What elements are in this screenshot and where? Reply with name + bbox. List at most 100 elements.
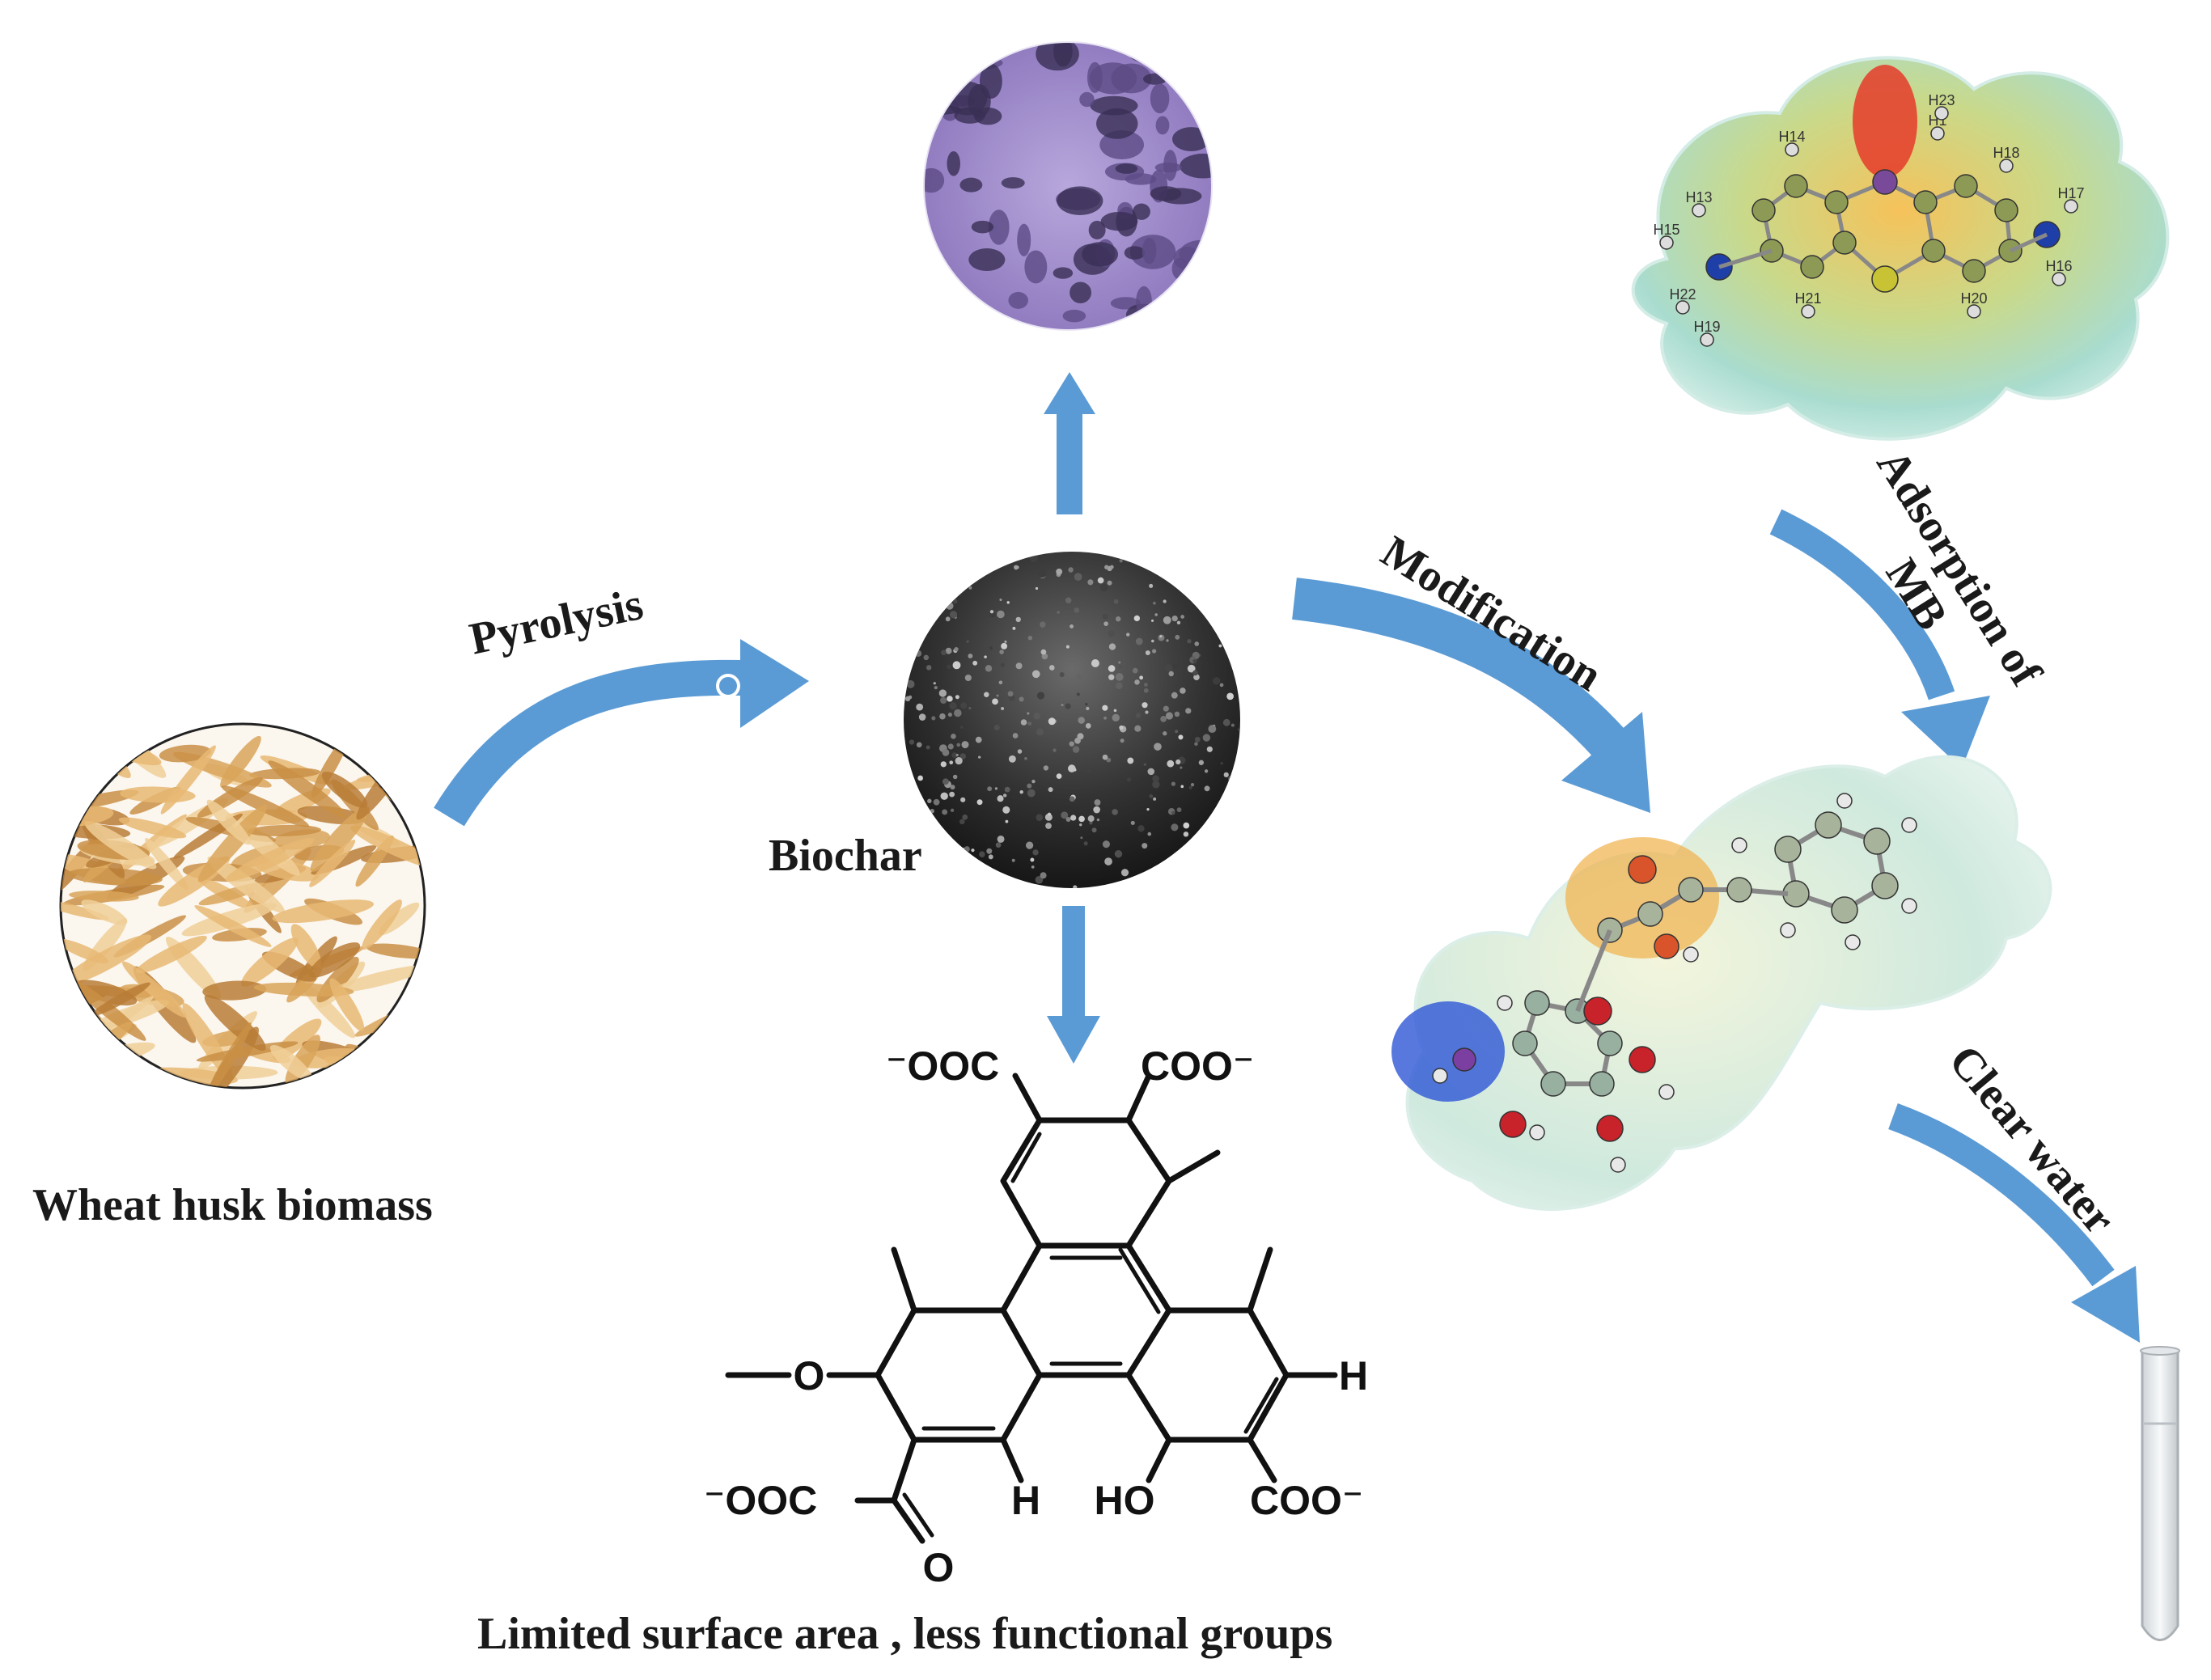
atom [1596,1115,1624,1142]
sem-pore [1053,267,1074,279]
char-grain [950,808,955,813]
char-grain [942,857,949,863]
char-grain [995,842,1002,848]
char-grain [1110,565,1114,569]
char-grain [1044,813,1053,821]
char-grain [989,610,994,614]
char-grain [1076,674,1082,680]
char-grain [905,800,912,806]
char-grain [925,745,930,750]
char-grain [1115,616,1121,622]
char-grain [1001,707,1005,710]
char-grain [1061,811,1069,819]
char-grain [1192,659,1197,664]
atom [1934,106,1949,121]
atom [1913,190,1938,214]
atom [1678,877,1704,903]
char-grain [968,586,972,590]
char-grain [1142,843,1148,849]
char-grain [1103,621,1108,626]
char-grain [959,819,965,825]
char-grain [1168,671,1174,677]
char-grain [1143,683,1148,687]
husk-piece [120,786,196,803]
char-grain [933,798,940,806]
atom [1675,300,1690,315]
char-grain [1134,725,1142,732]
char-grain [1114,849,1123,858]
char-grain [951,752,958,759]
char-grain [1076,692,1080,696]
char-grain [1030,857,1035,862]
char-grain [951,552,957,556]
char-grain [1154,613,1158,616]
sem-pore [968,84,991,118]
char-grain [1106,757,1112,763]
husk-piece [194,905,272,947]
biochar-image [904,552,1240,888]
char-grain [1230,600,1239,609]
atom [1700,332,1714,347]
husk-piece [145,838,188,891]
char-grain [1143,688,1149,693]
char-grain [947,696,953,702]
char-grain [944,569,950,574]
sem-pore [1079,91,1095,108]
char-grain [944,557,948,562]
atom [1751,198,1776,222]
char-grain [1097,577,1104,584]
char-grain [1180,615,1184,619]
char-grain [1194,641,1200,646]
husk-piece [61,938,108,964]
husk-piece [159,744,211,763]
char-grain [1126,777,1132,782]
sem-pore [988,209,1010,245]
char-grain [1166,639,1169,642]
char-grain [960,726,964,729]
sem-pore [1155,116,1170,135]
husk-piece [225,838,315,882]
char-grain [927,798,932,803]
mb-atom-label: H20 [1960,290,1987,307]
char-grain [940,761,947,768]
ooc-bottom-left: ⁻OOC [704,1478,817,1523]
char-grain [950,785,955,790]
char-grain [1171,692,1178,699]
char-grain [1068,764,1076,772]
char-grain [1108,674,1115,680]
h-right: H [1339,1353,1368,1399]
char-grain [942,778,949,785]
char-grain [1171,823,1179,832]
sem-pore [1069,281,1092,304]
char-grain [985,665,993,672]
char-grain [1197,878,1204,885]
husk-piece [253,982,354,997]
char-grain [1208,883,1212,887]
char-grain [1040,621,1046,628]
char-grain [999,650,1004,654]
husk-piece [207,856,285,913]
char-grain [964,674,972,682]
char-grain [1068,567,1074,573]
char-grain [978,552,985,557]
char-grain [1032,849,1039,856]
sem-pore [1062,309,1086,323]
char-grain [1118,661,1121,664]
limited-surface-label: Limited surface area , less functional g… [477,1609,1333,1659]
char-grain [1178,734,1184,740]
coo-bottom-right: COO⁻ [1250,1478,1363,1523]
char-grain [1073,885,1078,888]
char-grain [1150,619,1154,622]
mb-atom-label: H13 [1685,189,1712,205]
char-grain [1085,723,1091,729]
char-grain [1108,665,1116,672]
char-grain [1027,745,1031,748]
husk-piece [84,821,157,870]
char-grain [1043,765,1049,771]
husk-piece [366,943,425,959]
char-grain [1093,806,1100,814]
husk-piece [356,763,425,782]
atom [1654,933,1679,959]
char-grain [1008,755,1016,763]
